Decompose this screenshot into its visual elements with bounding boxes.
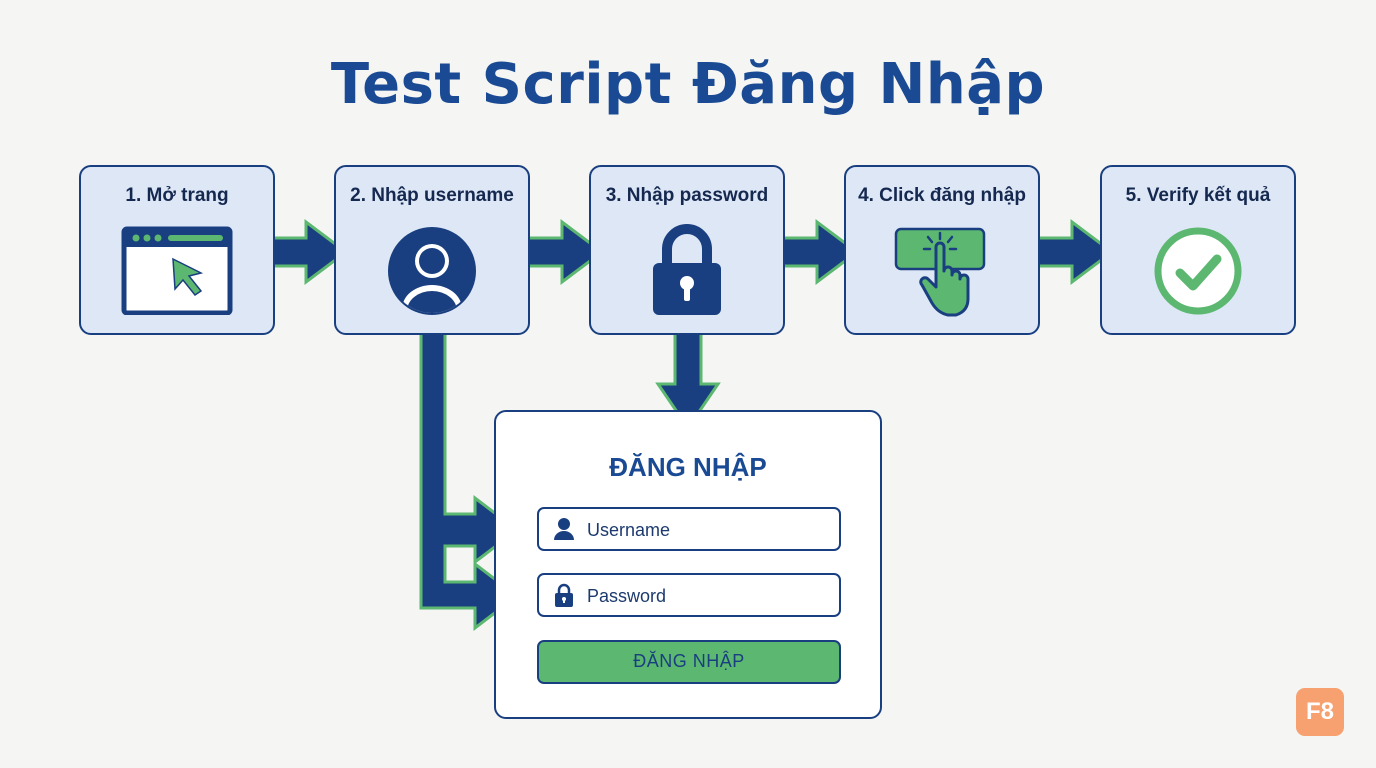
browser-cursor-icon bbox=[81, 219, 273, 319]
step-label: 2. Nhập username bbox=[350, 185, 514, 206]
step-label: 3. Nhập password bbox=[605, 185, 769, 206]
check-circle-icon bbox=[1102, 219, 1294, 319]
step-enter-username: 2. Nhập username bbox=[334, 165, 530, 335]
login-form: ĐĂNG NHẬP Username Password ĐĂNG NHẬP bbox=[494, 410, 882, 719]
step-verify-result: 5. Verify kết quả bbox=[1100, 165, 1296, 335]
user-icon bbox=[553, 517, 575, 541]
step-label: 4. Click đăng nhập bbox=[858, 185, 1026, 206]
step-enter-password: 3. Nhập password bbox=[589, 165, 785, 335]
login-form-title: ĐĂNG NHẬP bbox=[609, 452, 767, 482]
page-title: Test Script Đăng Nhập bbox=[330, 52, 1046, 117]
lock-icon bbox=[591, 219, 783, 319]
lock-icon bbox=[553, 583, 575, 607]
f8-logo: F8 bbox=[1296, 688, 1344, 736]
step-label: 5. Verify kết quả bbox=[1125, 185, 1271, 206]
password-field[interactable]: Password bbox=[537, 573, 841, 617]
step-open-page: 1. Mở trang bbox=[79, 165, 275, 335]
step-label: 1. Mở trang bbox=[125, 185, 229, 206]
password-placeholder: Password bbox=[587, 586, 667, 606]
user-icon bbox=[336, 219, 528, 319]
username-placeholder: Username bbox=[587, 520, 671, 540]
username-field[interactable]: Username bbox=[537, 507, 841, 551]
login-button[interactable]: ĐĂNG NHẬP bbox=[537, 640, 841, 684]
hand-click-icon bbox=[846, 219, 1038, 319]
step-click-login: 4. Click đăng nhập bbox=[844, 165, 1040, 335]
